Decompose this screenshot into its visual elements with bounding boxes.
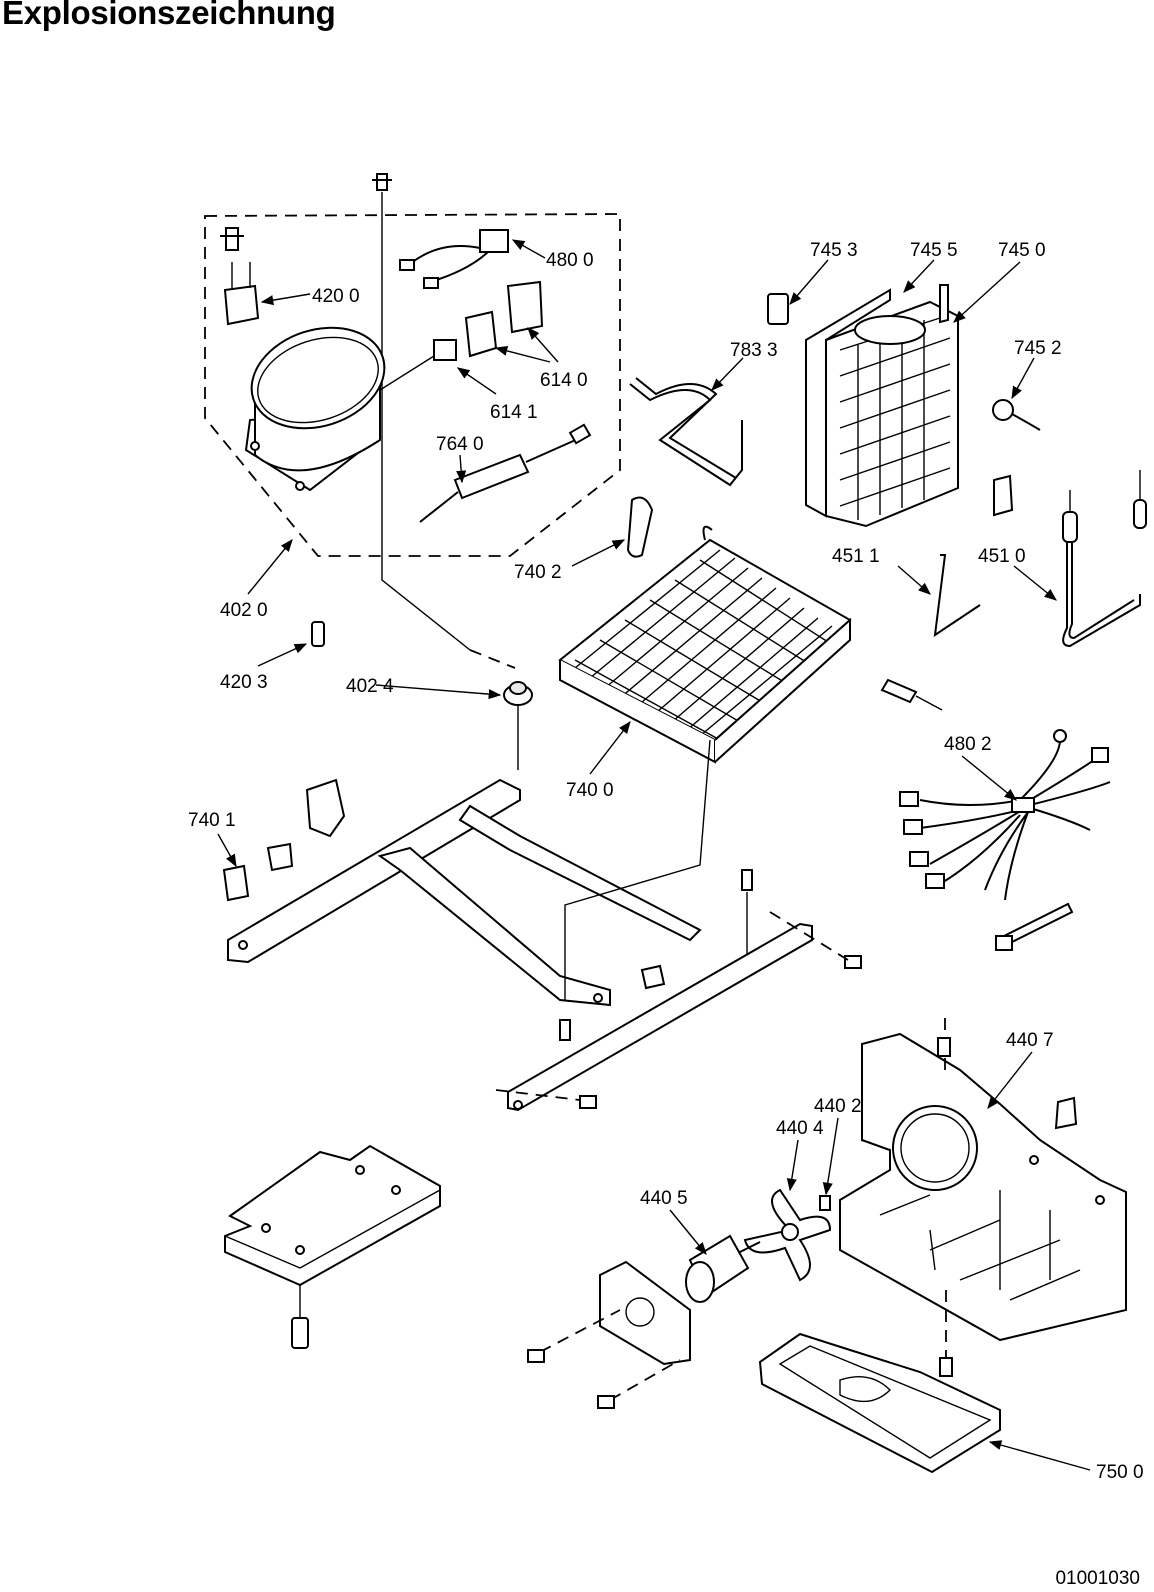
part-745-3-clip [767, 293, 789, 325]
part-745-2-sensor [992, 399, 1041, 431]
compressor-assembly-group [204, 213, 621, 557]
label-745-3: 745 3 [810, 240, 858, 261]
part-745-0-evaporator [805, 288, 959, 528]
label-740-1: 740 1 [188, 810, 236, 831]
label-402-0: 402 0 [220, 600, 268, 621]
label-402-4: 402 4 [346, 676, 394, 697]
motor-screw [527, 1349, 615, 1409]
compressor [244, 326, 386, 492]
part-740-2-tube [626, 496, 654, 558]
wire-nut [1054, 1096, 1078, 1130]
label-440-4: 440 4 [776, 1118, 824, 1139]
part-451-1-wire [933, 554, 981, 638]
evaporator-clip [993, 474, 1014, 517]
part-750-0-drip-tray [758, 1332, 1001, 1474]
part-451-0-capillary [1062, 470, 1147, 648]
label-440-2: 440 2 [814, 1096, 862, 1117]
cable-tie [995, 902, 1074, 951]
part-440-5-motor [685, 1234, 761, 1303]
label-420-3: 420 3 [220, 672, 268, 693]
label-750-0: 750 0 [1096, 1462, 1144, 1483]
part-420-0-relay-clip [220, 227, 260, 326]
label-451-1: 451 1 [832, 546, 880, 567]
label-740-2: 740 2 [514, 562, 562, 583]
label-480-0: 480 0 [546, 250, 594, 271]
part-740-1-clip [222, 778, 346, 902]
part-783-3-pipe [629, 377, 743, 487]
label-451-0: 451 0 [978, 546, 1026, 567]
frame-screw [559, 869, 862, 1109]
part-440-2-clip [819, 1195, 831, 1211]
label-764-0: 764 0 [436, 434, 484, 455]
part-764-0-drier [419, 423, 592, 523]
part-745-5-bracket [939, 284, 949, 324]
label-440-7: 440 7 [1006, 1030, 1054, 1051]
ground-screw-holder [880, 678, 943, 711]
part-614-0-relay [464, 280, 544, 358]
label-440-5: 440 5 [640, 1188, 688, 1209]
housing-screw [937, 1037, 953, 1377]
part-440-7-fan-housing [839, 1032, 1127, 1342]
part-480-2-wiring-harness [899, 729, 1111, 901]
part-402-4-grommet [503, 681, 533, 706]
label-740-0: 740 0 [566, 780, 614, 801]
label-614-1: 614 1 [490, 402, 538, 423]
part-420-3-bushing [311, 621, 325, 647]
label-420-0: 420 0 [312, 286, 360, 307]
part-480-0-cable [399, 229, 509, 289]
label-745-2: 745 2 [1014, 338, 1062, 359]
page-title: Explosionszeichnung [2, 0, 336, 31]
label-745-5: 745 5 [910, 240, 958, 261]
part-740-0-condenser [558, 525, 852, 764]
base-plate [224, 1144, 441, 1287]
part-614-1-overload [379, 339, 457, 391]
chassis-frame [227, 778, 813, 1112]
leader-lines [217, 239, 1091, 1471]
base-plate-screw [291, 1317, 309, 1349]
label-745-0: 745 0 [998, 240, 1046, 261]
label-783-3: 783 3 [730, 340, 778, 361]
document-number: 01001030 [1055, 1568, 1140, 1589]
part-440-4-fan-blade [743, 1188, 832, 1282]
top-screw [372, 173, 392, 191]
label-480-2: 480 2 [944, 734, 992, 755]
label-614-0: 614 0 [540, 370, 588, 391]
motor-bracket [599, 1260, 691, 1366]
